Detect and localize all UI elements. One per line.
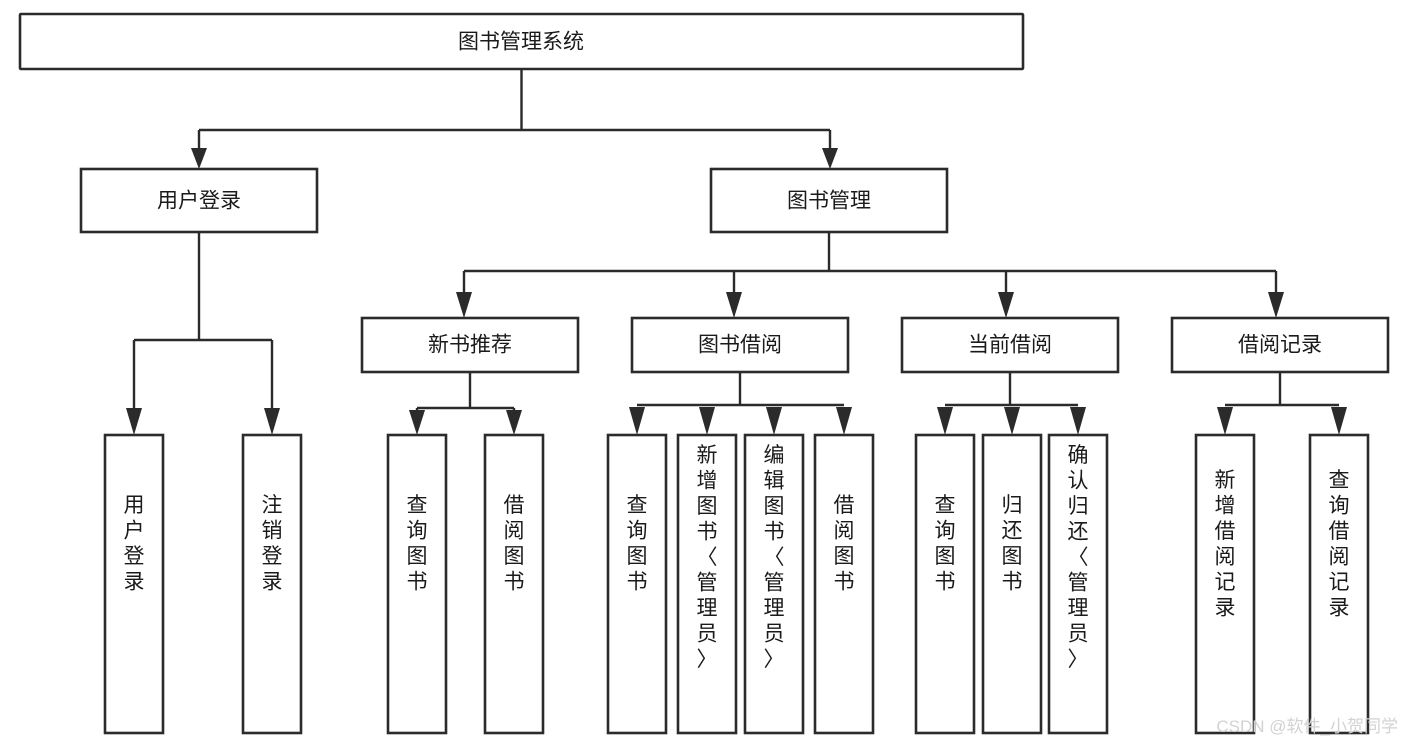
node-borrow-record-box[interactable]: [1170, 316, 1390, 374]
node-current-borrow-box[interactable]: [900, 316, 1120, 374]
connector-borrow-record-to-leaves: [1217, 372, 1347, 435]
node-leaf-add-record[interactable]: 新增借阅记录: [1194, 433, 1256, 735]
arrow-head-leaf-confirm-return: [1070, 407, 1086, 435]
node-leaf-return-book[interactable]: 归还图书: [981, 433, 1043, 735]
node-leaf-return-book-label: 归还图书: [1002, 494, 1023, 594]
node-root-box[interactable]: [18, 12, 1025, 71]
node-leaf-borrow-book-box[interactable]: [813, 433, 875, 735]
node-leaf-add-book[interactable]: 新增图书〈管理员〉: [676, 433, 738, 735]
node-leaf-confirm-return-box[interactable]: [1047, 433, 1109, 735]
node-leaf-query-book-current-box[interactable]: [914, 433, 976, 735]
node-leaf-confirm-return[interactable]: 确认归还〈管理员〉: [1047, 433, 1109, 735]
node-leaf-query-book-borrow[interactable]: 查询图书: [606, 433, 668, 735]
node-leaf-return-book-box[interactable]: [981, 433, 1043, 735]
node-book-borrow-label: 图书借阅: [698, 334, 782, 357]
node-book-manage[interactable]: 图书管理: [709, 167, 949, 234]
node-leaf-query-book-borrow-box[interactable]: [606, 433, 668, 735]
arrow-head-leaf-user-logout: [264, 408, 280, 435]
node-leaf-add-book-label: 新增图书〈管理员〉: [697, 444, 718, 671]
node-leaf-confirm-return-label: 确认归还〈管理员〉: [1068, 444, 1089, 671]
node-root[interactable]: 图书管理系统: [18, 12, 1025, 71]
node-layer: 图书管理系统 用户登录 图书管理 新书推荐 图书借阅 当前借阅 借阅记录: [18, 12, 1390, 735]
node-new-book-recommend-box[interactable]: [360, 316, 580, 374]
node-leaf-query-record-box[interactable]: [1308, 433, 1370, 735]
node-leaf-borrow-book-rec-box[interactable]: [483, 433, 545, 735]
arrow-head-current-borrow: [998, 292, 1014, 318]
node-leaf-edit-book-box[interactable]: [743, 433, 805, 735]
connector-current-borrow-to-leaves: [937, 372, 1086, 435]
arrow-head-leaf-add-record: [1217, 407, 1233, 435]
arrow-head-leaf-add-book: [699, 407, 715, 435]
node-book-manage-label: 图书管理: [787, 190, 871, 213]
arrow-head-borrow-record: [1268, 292, 1284, 318]
node-leaf-user-login-box[interactable]: [103, 433, 165, 735]
node-book-borrow-box[interactable]: [630, 316, 850, 374]
node-user-login[interactable]: 用户登录: [79, 167, 319, 234]
node-leaf-edit-book-label: 编辑图书〈管理员〉: [764, 444, 785, 671]
arrow-head-book-borrow: [726, 292, 742, 318]
node-leaf-borrow-book-label: 借阅图书: [834, 494, 855, 594]
node-leaf-user-login-label: 用户登录: [124, 494, 145, 594]
node-leaf-user-logout-box[interactable]: [241, 433, 303, 735]
node-leaf-query-book-rec-box[interactable]: [386, 433, 448, 735]
node-leaf-borrow-book-rec[interactable]: 借阅图书: [483, 433, 545, 735]
node-leaf-query-book-rec[interactable]: 查询图书: [386, 433, 448, 735]
node-current-borrow[interactable]: 当前借阅: [900, 316, 1120, 374]
node-leaf-query-record-label: 查询借阅记录: [1329, 469, 1350, 620]
connector-book-borrow-to-leaves: [629, 372, 852, 435]
connector-book-manage-to-level2: [456, 232, 1284, 318]
arrow-head-book-manage: [822, 148, 838, 169]
node-leaf-user-login[interactable]: 用户登录: [103, 433, 165, 735]
connector-layer: [126, 69, 1347, 435]
node-leaf-query-book-current-label: 查询图书: [935, 494, 956, 594]
arrow-head-leaf-edit-book: [766, 407, 782, 435]
node-leaf-user-logout[interactable]: 注销登录: [241, 433, 303, 735]
node-leaf-query-record[interactable]: 查询借阅记录: [1308, 433, 1370, 735]
node-new-book-recommend-label: 新书推荐: [428, 334, 512, 357]
node-leaf-borrow-book[interactable]: 借阅图书: [813, 433, 875, 735]
connector-root-to-level1: [191, 69, 838, 169]
node-leaf-query-book-current[interactable]: 查询图书: [914, 433, 976, 735]
arrow-head-new-book: [456, 292, 472, 318]
arrow-head-leaf-query-book-rec: [409, 410, 425, 435]
node-leaf-query-book-borrow-label: 查询图书: [627, 494, 648, 594]
node-user-login-label: 用户登录: [157, 190, 241, 213]
arrow-head-leaf-return-book: [1004, 407, 1020, 435]
node-root-label: 图书管理系统: [458, 31, 584, 54]
node-current-borrow-label: 当前借阅: [968, 334, 1052, 357]
node-leaf-add-record-label: 新增借阅记录: [1215, 469, 1236, 620]
node-leaf-add-record-box[interactable]: [1194, 433, 1256, 735]
node-new-book-recommend[interactable]: 新书推荐: [360, 316, 580, 374]
node-book-manage-box[interactable]: [709, 167, 949, 234]
arrow-head-leaf-borrow-book-rec: [506, 410, 522, 435]
connector-user-login-to-leaves: [126, 232, 280, 435]
node-borrow-record-label: 借阅记录: [1238, 334, 1322, 357]
arrow-head-leaf-user-login: [126, 408, 142, 435]
node-leaf-user-logout-label: 注销登录: [262, 494, 283, 594]
arrow-head-leaf-query-book-borrow: [629, 407, 645, 435]
node-leaf-borrow-book-rec-label: 借阅图书: [504, 494, 525, 594]
arrow-head-user-login: [191, 148, 207, 169]
node-book-borrow[interactable]: 图书借阅: [630, 316, 850, 374]
node-borrow-record[interactable]: 借阅记录: [1170, 316, 1390, 374]
node-leaf-edit-book[interactable]: 编辑图书〈管理员〉: [743, 433, 805, 735]
arrow-head-leaf-borrow-book: [836, 407, 852, 435]
arrow-head-leaf-query-record: [1331, 407, 1347, 435]
node-leaf-query-book-rec-label: 查询图书: [407, 494, 428, 594]
node-user-login-box[interactable]: [79, 167, 319, 234]
csdn-watermark: CSDN @软件_小贺同学: [1216, 717, 1398, 736]
connector-new-book-to-leaves: [409, 372, 522, 435]
node-leaf-add-book-box[interactable]: [676, 433, 738, 735]
arrow-head-leaf-query-book-current: [937, 407, 953, 435]
